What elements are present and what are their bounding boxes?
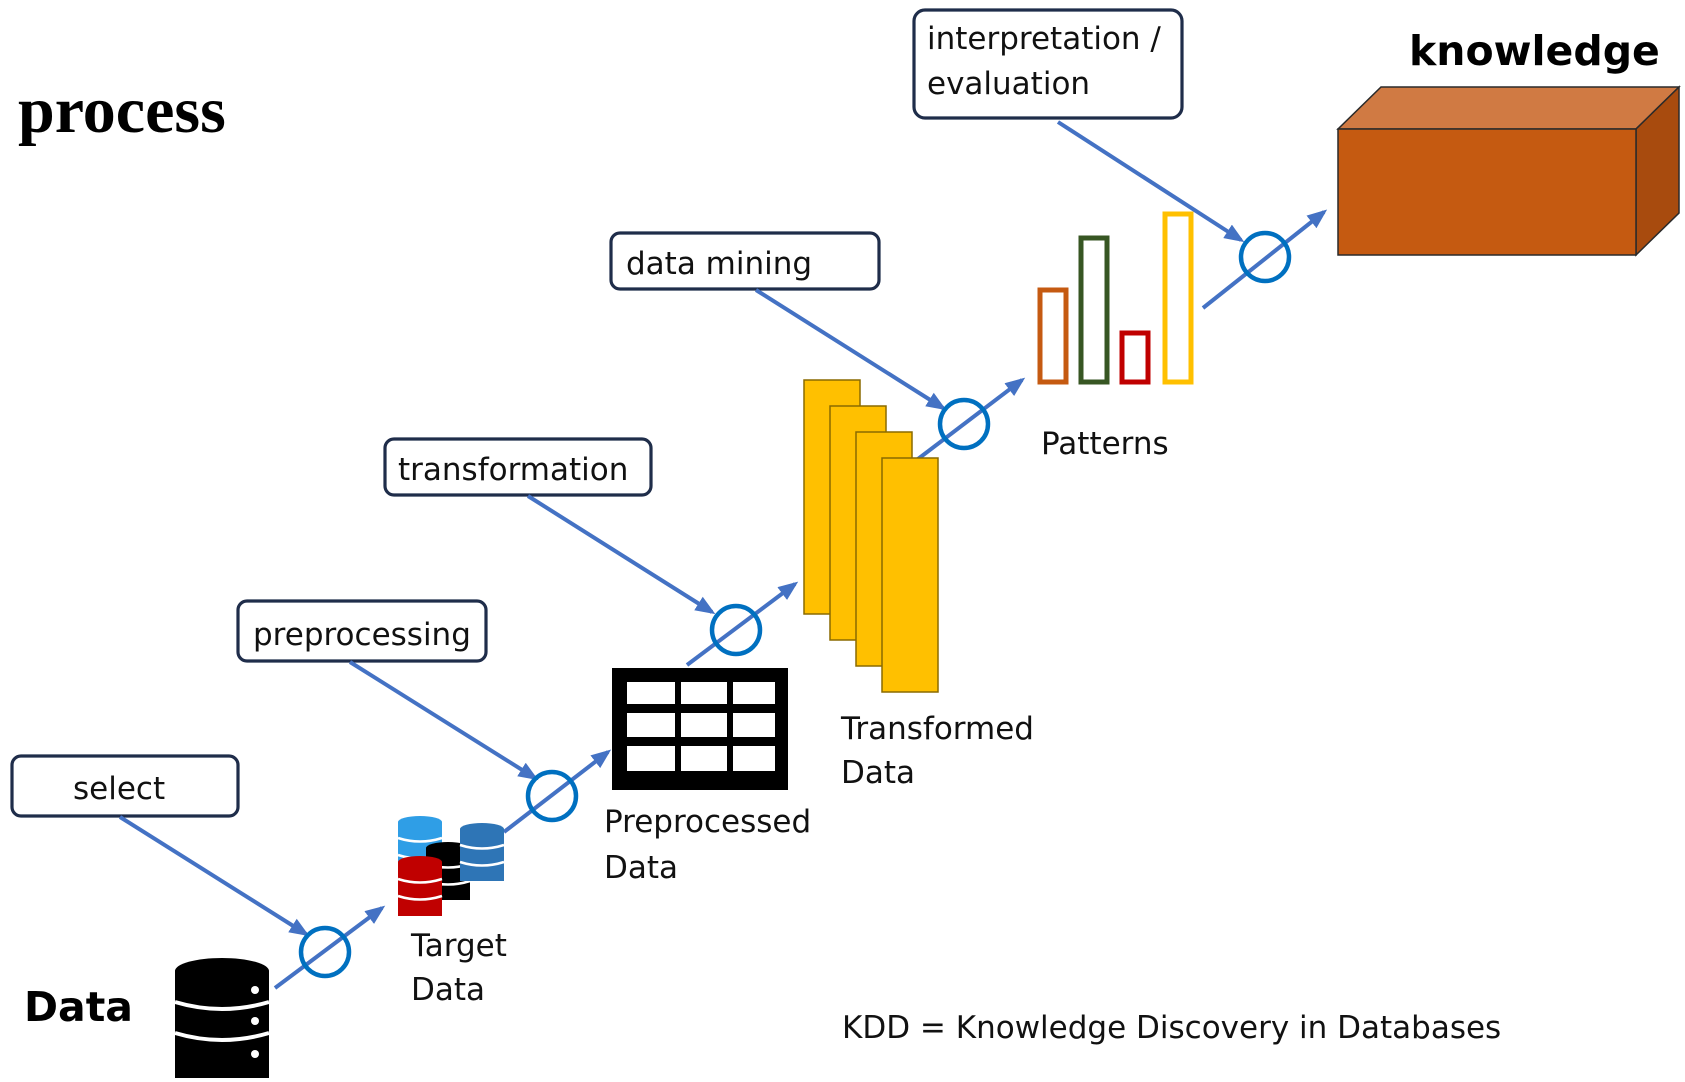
step-ring-preprocessing (525, 769, 579, 823)
flow-arrow-1 (273, 905, 386, 990)
knowledge-box-icon (1336, 85, 1681, 257)
preprocessed-data-label-line1: Preprocessed (604, 804, 811, 840)
patterns-bars-icon (1037, 211, 1194, 385)
step-transformation-label: transformation (398, 452, 628, 488)
transformed-data-label-line1: Transformed (840, 711, 1034, 747)
knowledge-title: knowledge (1409, 27, 1660, 75)
target-data-label-line2: Data (411, 972, 485, 1008)
step-select-label: select (73, 771, 165, 807)
preprocessing-pointer-arrow (348, 660, 539, 781)
flow-arrow-5 (1201, 209, 1328, 310)
step-preprocessing-label: preprocessing (253, 617, 471, 653)
flow-arrow-4 (912, 377, 1026, 464)
step-select: select (10, 754, 240, 818)
kdd-footnote: KDD = Knowledge Discovery in Databases (842, 1010, 1501, 1046)
transformed-data-stack-icon (803, 379, 939, 693)
process-title: process (18, 74, 226, 147)
database-icon (174, 958, 270, 1078)
target-database-icons (397, 816, 505, 916)
step-ring-select (298, 925, 352, 979)
data-mining-pointer-arrow (754, 288, 947, 411)
patterns-label: Patterns (1041, 426, 1169, 462)
preprocessed-data-label-line2: Data (604, 850, 678, 886)
step-data-mining-label: data mining (626, 246, 812, 282)
table-icon (612, 668, 788, 790)
step-interpretation-line1: interpretation / (927, 21, 1161, 57)
data-title: Data (24, 983, 133, 1031)
step-transformation: transformation (383, 437, 653, 497)
transformed-data-label-line2: Data (841, 755, 915, 791)
target-data-label-line1: Target (410, 928, 507, 964)
interpretation-pointer-arrow (1056, 120, 1245, 243)
flow-arrow-2 (502, 749, 612, 834)
step-interpretation-line2: evaluation (927, 66, 1090, 102)
flow-arrow-3 (685, 581, 799, 667)
target-db-red-icon (397, 856, 443, 916)
select-pointer-arrow (118, 815, 310, 937)
step-preprocessing: preprocessing (236, 599, 488, 663)
step-ring-interpretation (1238, 230, 1292, 284)
step-ring-data-mining (937, 397, 991, 451)
step-ring-transformation (709, 603, 763, 657)
transformation-pointer-arrow (526, 494, 716, 615)
step-data-mining: data mining (609, 231, 881, 291)
step-interpretation: interpretation / evaluation (912, 8, 1184, 120)
target-db-blue-icon (459, 823, 505, 881)
